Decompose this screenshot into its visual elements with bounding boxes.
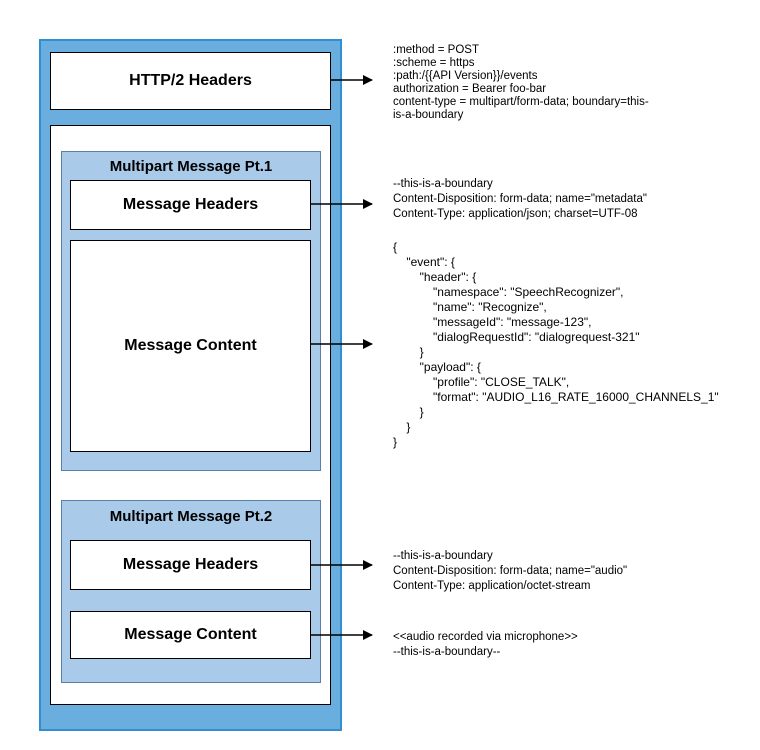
part2-headers-note: --this-is-a-boundary Content-Disposition…: [393, 550, 628, 592]
part1-content-box: Message Content: [70, 240, 311, 452]
part2-content-box: Message Content: [70, 611, 311, 659]
part2-title: Multipart Message Pt.2: [109, 508, 273, 525]
part1-content-label: Message Content: [124, 337, 257, 354]
part2-headers-label: Message Headers: [122, 556, 259, 573]
part2-content-label: Message Content: [124, 626, 257, 643]
part2-content-note: <<audio recorded via microphone>> --this…: [393, 631, 578, 658]
part1-headers-box: Message Headers: [70, 180, 311, 230]
part1-title: Multipart Message Pt.1: [109, 158, 273, 175]
part1-headers-label: Message Headers: [122, 196, 259, 213]
http2-headers-box: HTTP/2 Headers: [50, 52, 331, 110]
part1-content-note: { "event": { "header": { "namespace": "S…: [393, 240, 719, 449]
part2-headers-box: Message Headers: [70, 540, 311, 590]
part1-headers-note: --this-is-a-boundary Content-Disposition…: [393, 178, 647, 220]
http2-headers-note: :method = POST :scheme = https :path:/{{…: [393, 44, 649, 121]
http2-headers-label: HTTP/2 Headers: [129, 72, 252, 89]
